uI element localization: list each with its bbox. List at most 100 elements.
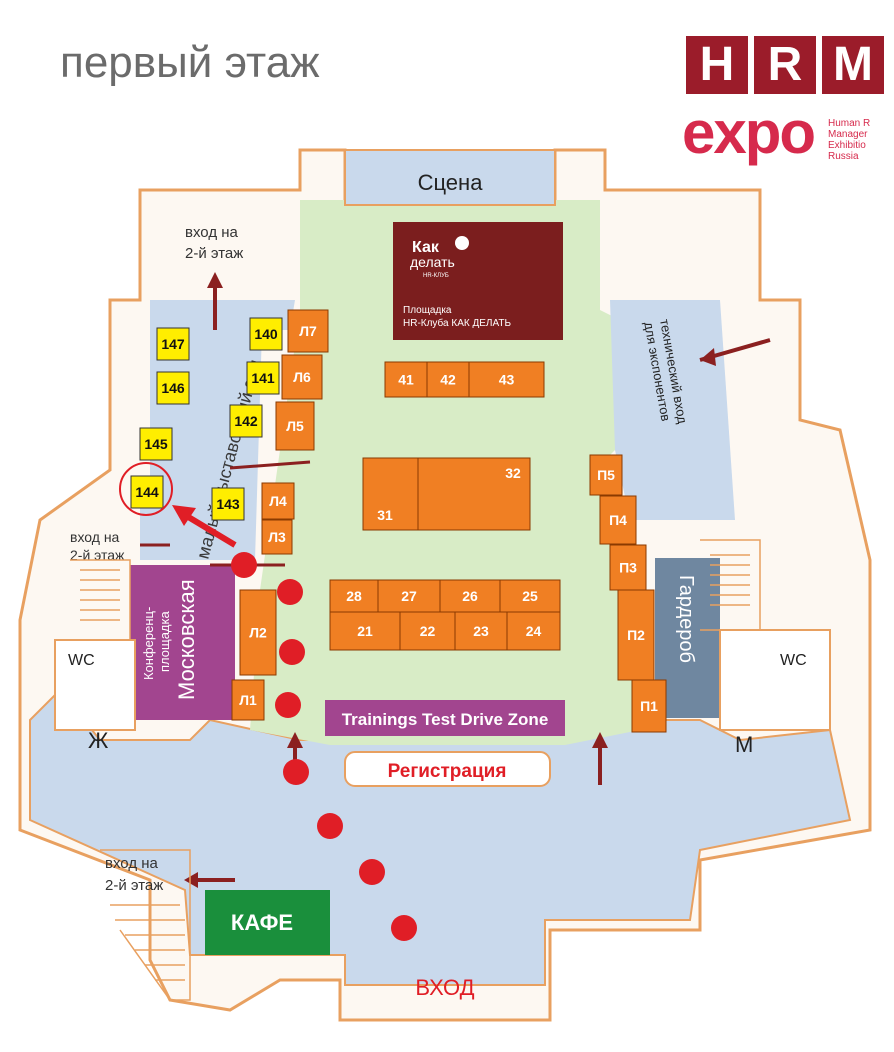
entrance-label: ВХОД [415, 975, 474, 1000]
svg-text:2-й этаж: 2-й этаж [185, 245, 243, 262]
booth-25: 25 [499, 579, 561, 613]
booth-24: 24 [506, 611, 561, 651]
booth-43: 43 [468, 361, 545, 398]
svg-text:43: 43 [499, 371, 515, 387]
booth-41: 41 [384, 361, 428, 398]
route-dots [231, 552, 417, 941]
route-dot [317, 813, 343, 839]
svg-text:П4: П4 [609, 512, 627, 528]
booth-Л1: Л1 [231, 679, 265, 721]
svg-text:вход на: вход на [70, 529, 120, 545]
booth-П2: П2 [617, 589, 655, 681]
svg-text:147: 147 [161, 336, 185, 352]
page-title: первый этаж [60, 38, 320, 87]
booth-27: 27 [377, 579, 441, 613]
svg-text:П1: П1 [640, 698, 658, 714]
svg-text:Л1: Л1 [239, 692, 257, 708]
svg-text:146: 146 [161, 380, 185, 396]
registration-label: Регистрация [388, 761, 507, 782]
kak-logo-line2: делать [410, 254, 455, 270]
svg-text:144: 144 [135, 484, 159, 500]
logo-letter-r: R [754, 36, 816, 94]
route-dot [359, 859, 385, 885]
kak-area-label-2: HR-Клуба КАК ДЕЛАТЬ [403, 317, 511, 329]
booth-Л4: Л4 [261, 482, 295, 520]
route-dot [275, 692, 301, 718]
kak-logo-line1: Как [412, 239, 440, 256]
booth-22: 22 [399, 611, 456, 651]
svg-text:140: 140 [254, 326, 278, 342]
stairs-right [700, 539, 761, 631]
booth-32: 32 [417, 457, 531, 531]
stage-label: Сцена [418, 170, 484, 195]
booth-П4: П4 [599, 495, 637, 545]
booth-Л3: Л3 [261, 519, 293, 555]
booth-31: 31 [362, 457, 419, 531]
kak-logo-small: HR-КЛУБ [423, 273, 449, 279]
route-dot [231, 552, 257, 578]
logo-expo: expo [682, 99, 816, 166]
booth-144-highlight [119, 462, 173, 516]
stage [344, 149, 556, 206]
svg-text:П3: П3 [619, 559, 637, 575]
wc-left-label: WC [68, 652, 95, 669]
booth-28: 28 [329, 579, 379, 613]
wc-left-room [54, 639, 136, 731]
booth-42: 42 [426, 361, 470, 398]
booth-141: 141 [246, 361, 280, 395]
cafe-label: КАФЕ [231, 910, 293, 935]
svg-text:41: 41 [398, 371, 414, 387]
svg-text:Л6: Л6 [293, 369, 311, 385]
svg-text:2-й этаж: 2-й этаж [70, 547, 125, 563]
logo-letter-m: M [822, 36, 884, 94]
stairs-left [70, 559, 131, 641]
route-dot [283, 759, 309, 785]
kak-logo-mark [455, 236, 469, 250]
svg-text:31: 31 [377, 507, 393, 523]
svg-text:27: 27 [401, 588, 417, 604]
tech-entrance-area [610, 300, 735, 520]
route-dot [277, 579, 303, 605]
wc-right-label: WC [780, 652, 807, 669]
svg-text:22: 22 [420, 623, 436, 639]
upstairs-entrance-left: вход на 2-й этаж [70, 529, 170, 563]
svg-text:24: 24 [526, 623, 542, 639]
trainings-label: Trainings Test Drive Zone [342, 710, 549, 729]
moscow-conference-hall [130, 565, 235, 720]
svg-text:П5: П5 [597, 467, 615, 483]
svg-text:вход на: вход на [105, 855, 159, 872]
svg-text:П2: П2 [627, 627, 645, 643]
route-dot [391, 915, 417, 941]
svg-text:вход на: вход на [185, 224, 239, 241]
svg-text:Московская: Московская [174, 579, 199, 700]
booth-Л7: Л7 [287, 309, 329, 353]
booth-П3: П3 [609, 544, 647, 591]
svg-text:Л7: Л7 [299, 323, 317, 339]
upstairs-entrance-top: вход на 2-й этаж [185, 224, 243, 330]
booth-П5: П5 [589, 454, 623, 496]
svg-text:28: 28 [346, 588, 362, 604]
men-label: М [735, 732, 753, 757]
svg-text:Л5: Л5 [286, 418, 304, 434]
stairs-bottom [100, 849, 191, 1001]
booth-Л2: Л2 [239, 589, 277, 676]
hrm-expo-logo: H R M expo Human R Manager Exhibitio Rus… [680, 36, 894, 196]
svg-text:143: 143 [216, 496, 240, 512]
booth-146: 146 [156, 371, 190, 405]
booth-П1: П1 [631, 679, 667, 733]
svg-text:Л4: Л4 [269, 493, 287, 509]
registration-desk [344, 751, 551, 787]
booth-145: 145 [139, 427, 173, 461]
booth-23: 23 [454, 611, 508, 651]
booth-147: 147 [156, 327, 190, 361]
route-dot [279, 639, 305, 665]
svg-text:2-й этаж: 2-й этаж [105, 877, 163, 894]
svg-text:42: 42 [440, 371, 456, 387]
cafe [205, 890, 330, 955]
upstairs-entrance-bottom: вход на 2-й этаж [105, 855, 235, 894]
booth-143: 143 [211, 487, 245, 521]
